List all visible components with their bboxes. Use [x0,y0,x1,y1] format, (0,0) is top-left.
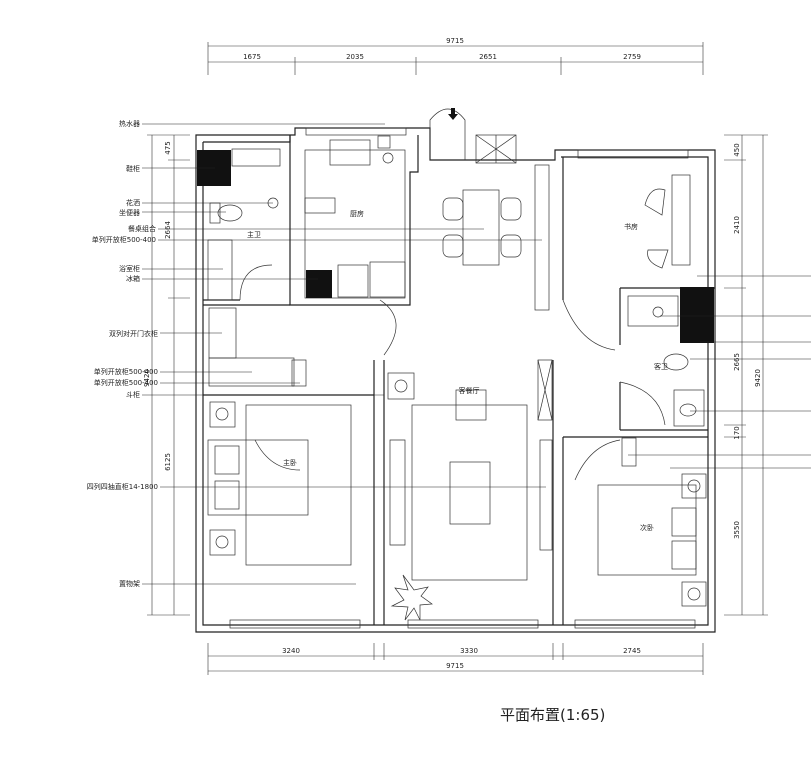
label-shoe-cabinet: 鞋柜 [126,164,140,173]
left-dimension-3: 6125 [164,453,172,471]
label-shower: 花洒 [126,198,140,207]
right-total-dimension: 9420 [754,369,762,387]
outer-walls [195,108,716,633]
label-open-cabinet-2: 单列开放柜500-400 [94,367,158,376]
bottom-dimension-chain: 3240 3330 2745 9715 [207,643,704,675]
room-labels: 厨房 主卫 书房 客卫 客餐厅 主卧 次卧 [247,209,668,532]
right-dimension-1: 450 [733,143,741,156]
room-study: 书房 [624,222,638,231]
furniture [197,135,714,621]
label-bathroom-vanity: 浴室柜 [119,264,140,273]
left-total-dimension: 9420 [143,369,151,387]
top-dimension-chain: 9715 1675 2035 2651 2759 [207,37,704,75]
left-dimension-chain: 475 2664 6125 9420 [143,134,190,616]
left-annotations: 热水器 鞋柜 花洒 坐便器 餐桌组合 单列开放柜500-400 浴室柜 冰箱 双… [87,119,546,588]
label-toilet: 坐便器 [119,208,140,217]
room-guest-bath: 客卫 [654,362,668,371]
fridge [306,270,332,298]
right-leader-lines [628,275,811,469]
right-dimension-3: 2665 [733,353,741,371]
right-dimension-chain: 450 2410 2665 170 3550 9420 [724,134,768,616]
bottom-dimension-2: 3330 [460,647,478,655]
label-chest-cabinet: 斗柜 [126,390,140,399]
top-dimension-4: 2759 [623,53,641,61]
left-dimension-1: 475 [164,141,172,154]
top-dimension-3: 2651 [479,53,497,61]
label-double-wardrobe: 双列对开门衣柜 [109,329,158,338]
top-total-dimension: 9715 [446,37,464,45]
label-storage-rack: 置物架 [119,579,140,588]
label-open-cabinet-3: 单列开放柜500-400 [94,378,158,387]
label-water-heater: 热水器 [119,119,140,128]
label-fridge: 冰箱 [126,274,140,283]
bottom-dimension-3: 2745 [623,647,641,655]
label-open-cabinet-1: 单列开放柜500-400 [92,235,156,244]
room-kitchen: 厨房 [350,209,364,218]
bottom-total-dimension: 9715 [446,662,464,670]
right-dimension-2: 2410 [733,216,741,234]
label-dining-set: 餐桌组合 [128,224,156,233]
room-master-bath: 主卫 [247,230,261,239]
drawing-title: 平面布置(1:65) [500,706,605,724]
right-dimension-4: 170 [733,426,741,439]
left-dimension-2: 2664 [164,221,172,239]
interior-walls [203,135,715,625]
guest-bath-fixture [680,287,714,343]
room-living-dining: 客餐厅 [459,386,480,395]
top-dimension-1: 1675 [243,53,261,61]
room-master-bedroom: 主卧 [283,458,297,467]
top-dimension-2: 2035 [346,53,364,61]
room-second-bedroom: 次卧 [640,523,654,532]
right-dimension-5: 3550 [733,521,741,539]
bottom-dimension-1: 3240 [282,647,300,655]
label-four-drawer-cabinet: 四列四抽直柜14-1800 [87,482,158,491]
